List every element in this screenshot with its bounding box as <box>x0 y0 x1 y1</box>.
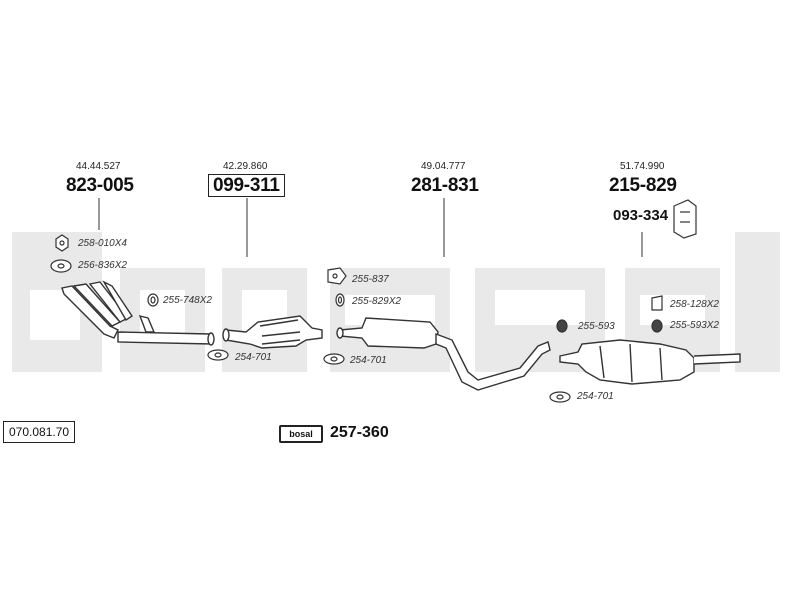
group-4-part-number: 215-829 <box>609 175 677 196</box>
part-label-gasket: 254-701 <box>577 391 614 402</box>
leader-lines <box>98 198 643 257</box>
gasket-icon <box>549 391 571 403</box>
gasket-icon <box>323 353 345 365</box>
part-label-gasket: 256-836X2 <box>78 260 127 271</box>
gasket-icon <box>50 259 72 273</box>
part-label-clamp: 255-748X2 <box>163 295 212 306</box>
group-2-sub-number: 42.29.860 <box>223 161 268 172</box>
group-4-sub-number: 51.74.990 <box>620 161 665 172</box>
group-1-part-number: 823-005 <box>66 175 134 196</box>
bracket-icon <box>673 199 697 239</box>
group-2-part-number: 099-311 <box>208 174 285 197</box>
reference-number: 070.081.70 <box>3 421 76 443</box>
bracket-part-number: 093-334 <box>613 207 669 224</box>
clamp-icon <box>335 293 345 307</box>
group-3-sub-number: 49.04.777 <box>421 161 466 172</box>
part-label-hanger: 255-837 <box>352 274 389 285</box>
rubber-mount-icon <box>651 319 663 333</box>
part-label-clamp: 255-829X2 <box>352 296 401 307</box>
bosal-badge: bosal <box>279 425 323 443</box>
part-label-rubber-mount: 255-593 <box>578 321 615 332</box>
rubber-mount-icon <box>556 319 568 333</box>
part-label-gasket: 254-701 <box>350 355 387 366</box>
clamp-icon <box>147 293 159 307</box>
gasket-icon <box>207 349 229 361</box>
group-3-part-number: 281-831 <box>411 175 479 196</box>
middle-silencer-drawing <box>336 317 551 391</box>
part-label-nut: 258-010X4 <box>78 238 127 249</box>
group-1-sub-number: 44.44.527 <box>76 161 121 172</box>
part-label-gasket: 254-701 <box>235 352 272 363</box>
part-label-clamp: 258-128X2 <box>670 299 719 310</box>
rear-silencer-drawing <box>559 339 741 385</box>
clamp-icon <box>651 295 663 311</box>
hanger-icon <box>327 267 347 285</box>
nut-icon <box>55 234 69 252</box>
catalytic-converter-drawing <box>222 315 323 349</box>
kit-number: 257-360 <box>330 424 389 441</box>
part-label-rubber-mount: 255-593X2 <box>670 320 719 331</box>
front-pipe-drawing <box>61 280 215 346</box>
